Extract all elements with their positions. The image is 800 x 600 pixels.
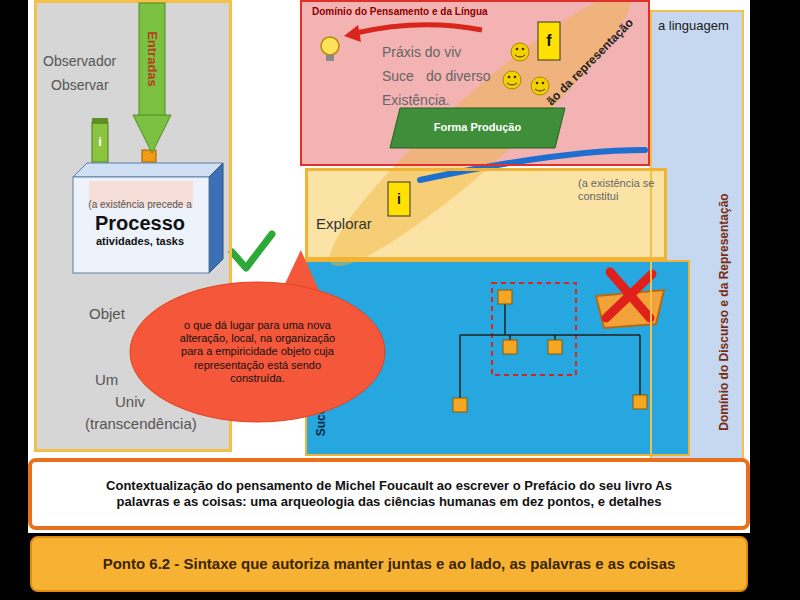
context-box-text: Contextualização do pensamento de Michel… xyxy=(82,478,696,509)
observer-panel-text: Univ xyxy=(115,393,145,411)
observer-panel-text: Observar xyxy=(51,77,109,94)
representation-band xyxy=(309,0,652,289)
input-arrow-text-holder: Entradas xyxy=(144,31,160,87)
explore-panel-text-holder: (a existência se constitui xyxy=(578,177,662,203)
callout-bubble: o que dá lugar para uma nova alteração, … xyxy=(130,282,385,422)
observer-panel-text: Observador xyxy=(43,53,116,70)
red-curve-arrow xyxy=(356,25,482,33)
discourse-panel-text-holder: a linguagem xyxy=(658,18,729,34)
observer-panel-text-holder: Observar xyxy=(51,77,109,94)
explore-panel-text-holder: Explorar xyxy=(316,215,372,233)
observer-panel-text: Um xyxy=(95,371,118,389)
observer-panel-text-holder: Objet xyxy=(89,305,125,323)
thought-language-panel-text-holder: Suce xyxy=(382,68,414,85)
band-label-holder: ão da representação xyxy=(544,16,637,109)
process-box-text: Processo xyxy=(95,211,185,235)
input-arrow-text: Entradas xyxy=(144,31,160,87)
discourse-panel-text-holder: Domínio do Discurso e da Representação xyxy=(717,193,731,430)
thought-language-panel-text-holder: do diverso xyxy=(426,68,491,85)
process-box-text: atividades, tasks xyxy=(96,235,184,248)
observer-panel-text-holder: Um xyxy=(95,371,118,389)
thought-language-panel-text: do diverso xyxy=(426,68,491,85)
observer-panel-text-holder: Univ xyxy=(115,393,145,411)
context-box-fill xyxy=(28,458,750,530)
thought-language-panel-text: Domínio do Pensamento e da Língua xyxy=(312,6,488,18)
production-form-text: Forma Produção xyxy=(434,121,521,134)
marker-letter: i xyxy=(397,191,401,208)
observer-panel-text: Objet xyxy=(89,305,125,323)
lightbulb-icon xyxy=(321,37,339,55)
thought-language-panel-text: Suce xyxy=(382,68,414,85)
red-arrow-head xyxy=(344,25,361,42)
thought-language-panel-text-holder: Existência. xyxy=(382,92,450,109)
marker-letter: i xyxy=(98,134,102,150)
process-box-text: (a existência precede a xyxy=(88,199,191,211)
discourse-panel-text: a linguagem xyxy=(658,18,729,34)
explore-panel-text: Explorar xyxy=(316,215,372,233)
lightbulb-base xyxy=(326,55,334,61)
process-box: (a existência precede aProcessoatividade… xyxy=(73,163,223,273)
marker-letter-holder: i xyxy=(397,191,401,208)
thought-language-panel-text-holder: Domínio do Pensamento e da Língua xyxy=(312,6,488,18)
observer-panel-text: (transcendência) xyxy=(85,415,197,433)
thought-language-panel-text-holder: Práxis do viv xyxy=(382,44,461,61)
callout-bubble-text: o que dá lugar para uma nova alteração, … xyxy=(170,319,345,385)
thought-language-panel-text: Práxis do viv xyxy=(382,44,461,61)
band-label: ão da representação xyxy=(544,16,637,109)
thought-language-panel: Forma Produção Domínio do Pensamento e da… xyxy=(300,0,650,166)
observer-panel-text-holder: Observador xyxy=(43,53,116,70)
context-box: Contextualização do pensamento de Michel… xyxy=(28,458,750,530)
sheet xyxy=(28,0,750,533)
title-text: Ponto 6.2 - Sintaxe que autoriza manter … xyxy=(103,555,676,573)
rejected-basket xyxy=(596,272,664,328)
explore-panel: Explorar (a existência se constitui xyxy=(305,168,667,260)
marker-letter-holder: i xyxy=(98,134,102,150)
observer-panel-text-holder: (transcendência) xyxy=(85,415,197,433)
green-check xyxy=(232,234,272,268)
thought-language-panel-text: Existência. xyxy=(382,92,450,109)
discourse-panel-text: Domínio do Discurso e da Representação xyxy=(717,193,731,430)
marker-letter: f xyxy=(546,31,551,50)
title-bar: Ponto 6.2 - Sintaxe que autoriza manter … xyxy=(30,536,748,592)
input-arrow: Entradas xyxy=(133,3,171,153)
marker-letter-holder: f xyxy=(546,31,551,50)
orange-cube xyxy=(142,150,156,162)
production-form: Forma Produção xyxy=(390,108,565,148)
explore-panel-text: (a existência se constitui xyxy=(578,177,662,203)
